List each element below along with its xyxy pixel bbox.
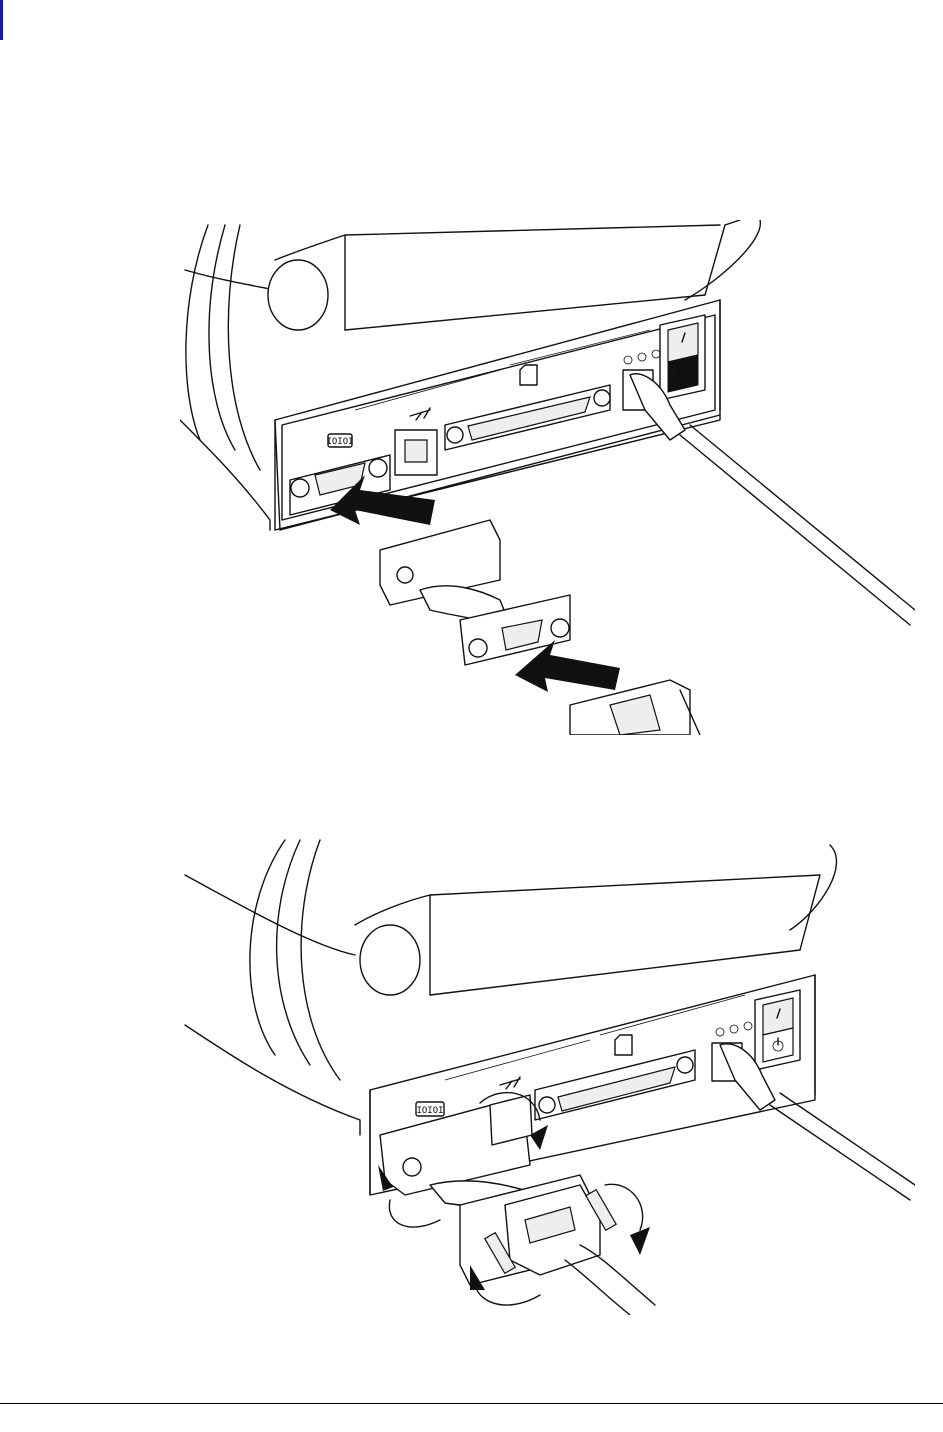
footer-rule bbox=[0, 1403, 943, 1404]
serial-adapter bbox=[380, 520, 570, 665]
svg-text:IOIOI: IOIOI bbox=[416, 1106, 443, 1116]
parallel-port-icon bbox=[615, 1035, 632, 1055]
page-edge-marker bbox=[0, 0, 3, 40]
power-cord bbox=[623, 370, 915, 625]
power-switch[interactable] bbox=[755, 990, 800, 1070]
serial-port-icon: IOIOI bbox=[326, 434, 353, 447]
serial-port-icon: IOIOI bbox=[416, 1102, 444, 1116]
power-switch[interactable] bbox=[660, 315, 705, 400]
parallel-port-icon bbox=[520, 365, 537, 385]
usb-port[interactable] bbox=[395, 430, 437, 475]
figure-attach-adapter: IOIOI bbox=[180, 220, 915, 735]
figure-secure-thumbscrews: IOIOI bbox=[180, 835, 915, 1315]
svg-text:IOIOI: IOIOI bbox=[326, 437, 353, 447]
serial-cable bbox=[570, 680, 700, 735]
